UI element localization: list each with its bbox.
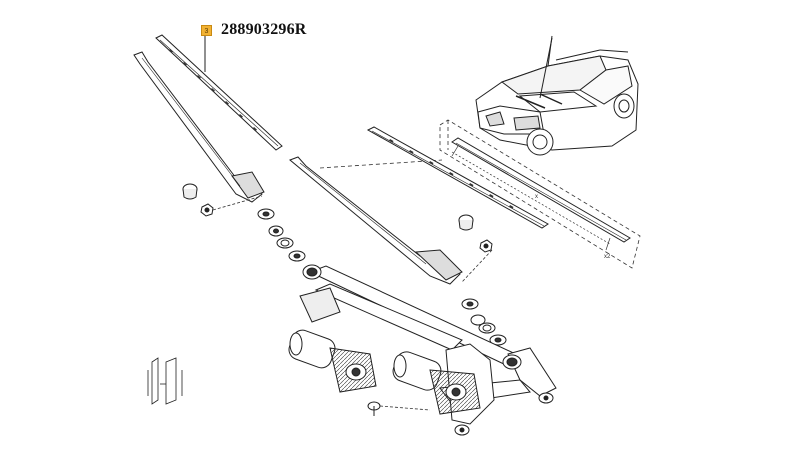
right-nut-dashed-leader xyxy=(461,249,493,283)
part-number-label: 288903296R xyxy=(221,21,307,38)
left-wiper-motor xyxy=(288,329,377,393)
left-arm-cap xyxy=(182,183,198,200)
vehicle-location-illustration xyxy=(475,35,639,156)
right-wiper-motor xyxy=(392,351,481,415)
right-spindle-washers xyxy=(461,298,507,346)
dimension-label-x: x xyxy=(535,194,538,200)
left-wiper-arm xyxy=(133,51,265,203)
part-callout: 3 288903296R xyxy=(201,21,307,39)
callout-index-badge: 3 xyxy=(201,24,212,36)
blade-refill-rubber xyxy=(451,137,631,243)
motor-mount-bolt xyxy=(367,401,381,416)
left-nut-dashed-leader xyxy=(212,195,263,211)
dimension-label-x2: x2 xyxy=(604,254,611,260)
right-wiper-blade xyxy=(366,126,549,229)
right-arm-cap xyxy=(458,214,474,231)
bolt-dashed-leader xyxy=(379,405,431,411)
blade-refill-dimension xyxy=(451,145,611,251)
left-wiper-blade xyxy=(155,34,283,151)
left-spindle-washers xyxy=(257,208,306,262)
blade-refill-detail-box xyxy=(439,119,641,269)
dimension-legend-icon xyxy=(147,357,183,405)
wiper-linkage-frame xyxy=(299,264,557,436)
right-wiper-arm xyxy=(289,156,463,285)
right-arm-nut xyxy=(479,239,493,253)
left-arm-nut xyxy=(200,203,214,217)
center-dashed-leader xyxy=(319,159,443,169)
